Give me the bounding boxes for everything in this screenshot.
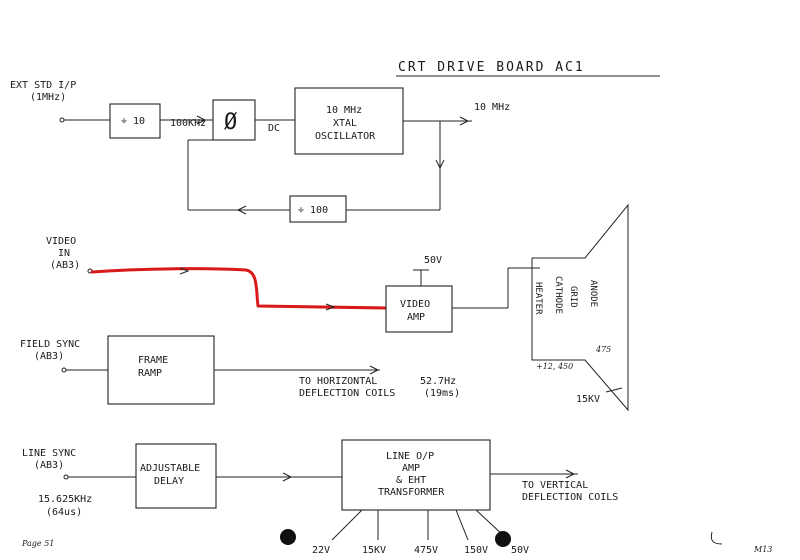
tap-label-22v: 22V — [312, 545, 330, 556]
tap-wire-22v — [331, 509, 363, 541]
line-sync-terminal — [63, 474, 69, 480]
dc-label: DC — [268, 123, 280, 134]
diagram-title: CRT DRIVE BOARD AC1 — [398, 60, 585, 75]
corner-mark — [710, 531, 723, 545]
arrow-10mhz-out — [459, 116, 470, 126]
video-label-2: IN — [58, 248, 70, 259]
tap-label-50v: 50V — [511, 545, 529, 556]
freq-100khz: 100KHz — [170, 118, 206, 129]
field-sync-label-1: FIELD SYNC — [20, 339, 80, 350]
xtal-label-3: OSCILLATOR — [315, 131, 376, 142]
tap-label-15kv: 15KV — [362, 545, 386, 556]
phase-detector-symbol: Ø — [224, 110, 237, 135]
crt-heater: HEATER — [533, 282, 543, 315]
arrow-100khz — [196, 115, 207, 125]
arrow-delay-out — [282, 472, 293, 482]
field-period: (19ms) — [424, 388, 460, 399]
video-label-1: VIDEO — [46, 236, 76, 247]
field-sync-terminal — [61, 367, 67, 373]
tap-wire-50v — [475, 509, 505, 537]
video-signal-path-highlight — [90, 267, 388, 310]
line-sync-label-2: (AB3) — [34, 460, 64, 471]
divide-by-100-label: ÷ 100 — [298, 205, 328, 216]
xtal-oscillator-block — [294, 87, 404, 155]
crt-anode-note: 475 — [595, 345, 611, 354]
divide-by-10-block — [109, 103, 161, 139]
line-op-label-1: LINE O/P — [386, 451, 434, 462]
video-amp-label-2: AMP — [407, 312, 425, 323]
frame-ramp-label-2: RAMP — [138, 368, 162, 379]
crt-outline — [531, 203, 629, 412]
line-op-label-2: AMP — [402, 463, 420, 474]
tap-wire-150v — [455, 509, 469, 541]
crt-cathode: CATHODE — [553, 276, 563, 314]
video-amp-label-1: VIDEO — [400, 299, 430, 310]
tap-label-475v: 475V — [414, 545, 438, 556]
arrow-frame-ramp-out — [369, 365, 380, 375]
arrow-video-in — [179, 267, 190, 275]
xtal-label-1: 10 MHz — [326, 105, 362, 116]
crt-heater-note: +12, 450 — [536, 362, 573, 371]
divide-by-10-label: ÷ 10 — [121, 116, 145, 127]
line-sync-frequency: 15.625KHz — [38, 494, 92, 505]
video-amp-supply: 50V — [424, 255, 442, 266]
tap-label-150v: 150V — [464, 545, 488, 556]
line-to-label-1: TO VERTICAL — [522, 480, 588, 491]
punch-hole-left — [280, 529, 296, 545]
crt-eht-pointer — [605, 387, 623, 393]
field-to-label-1: TO HORIZONTAL — [299, 376, 377, 387]
punch-hole-right — [495, 531, 511, 547]
line-op-label-3: & EHT — [396, 475, 426, 486]
arrow-feedback-left — [236, 205, 247, 215]
line-to-label-2: DEFLECTION COILS — [522, 492, 618, 503]
xtal-label-2: XTAL — [333, 118, 357, 129]
line-op-label-4: TRANSFORMER — [378, 487, 445, 498]
arrow-line-op-out — [565, 469, 576, 479]
line-op-eht-block — [341, 439, 491, 511]
ext-std-terminal — [59, 117, 65, 123]
line-sync-label-1: LINE SYNC — [22, 448, 76, 459]
page-note: Page 51 — [21, 539, 54, 548]
adjustable-delay-label-1: ADJUSTABLE — [140, 463, 200, 474]
ext-std-label: EXT STD I/P — [10, 80, 76, 91]
frame-ramp-label-1: FRAME — [138, 355, 168, 366]
arrow-video-to-amp — [325, 303, 336, 311]
crt-eht: 15KV — [576, 394, 600, 405]
line-sync-period: (64us) — [46, 507, 82, 518]
field-to-label-2: DEFLECTION COILS — [299, 388, 395, 399]
ext-std-freq: (1MHz) — [30, 92, 66, 103]
adjustable-delay-label-2: DELAY — [154, 476, 184, 487]
arrow-feedback-down — [435, 159, 445, 170]
adjustable-delay-block — [135, 443, 217, 509]
crt-anode: ANODE — [588, 280, 598, 307]
crt-grid: GRID — [568, 286, 578, 308]
output-10mhz: 10 MHz — [474, 102, 510, 113]
frame-ramp-block — [107, 335, 215, 405]
field-frequency: 52.7Hz — [420, 376, 456, 387]
divide-by-100-block — [289, 195, 347, 223]
field-sync-label-2: (AB3) — [34, 351, 64, 362]
video-label-3: (AB3) — [50, 260, 80, 271]
video-amp-block — [385, 285, 453, 333]
corner-note: M13 — [753, 545, 772, 554]
